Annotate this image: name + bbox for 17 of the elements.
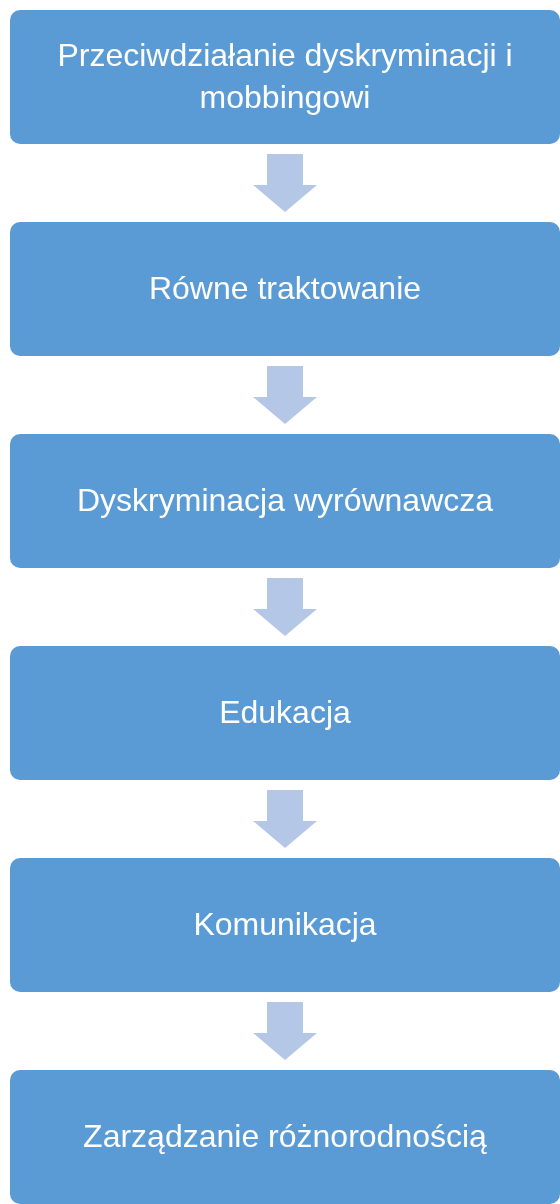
down-arrow	[253, 578, 317, 636]
box-label: Edukacja	[219, 693, 351, 733]
down-arrow	[253, 1002, 317, 1060]
process-box	[10, 1070, 560, 1204]
down-arrow	[253, 366, 317, 424]
process-box	[10, 858, 560, 992]
box-label: Przeciwdziałanie dyskryminacji i mobbingowi	[56, 36, 514, 117]
down-arrow	[253, 790, 317, 848]
process-box	[10, 646, 560, 780]
process-box	[10, 434, 560, 568]
box-label: Dyskryminacja wyrównawcza	[76, 481, 494, 521]
box-label: Równe traktowanie	[148, 269, 422, 309]
process-box	[10, 222, 560, 356]
down-arrow	[253, 154, 317, 212]
box-label: Komunikacja	[193, 905, 377, 945]
process-box	[10, 10, 560, 144]
box-label: Zarządzanie różnorodnością	[83, 1117, 487, 1157]
